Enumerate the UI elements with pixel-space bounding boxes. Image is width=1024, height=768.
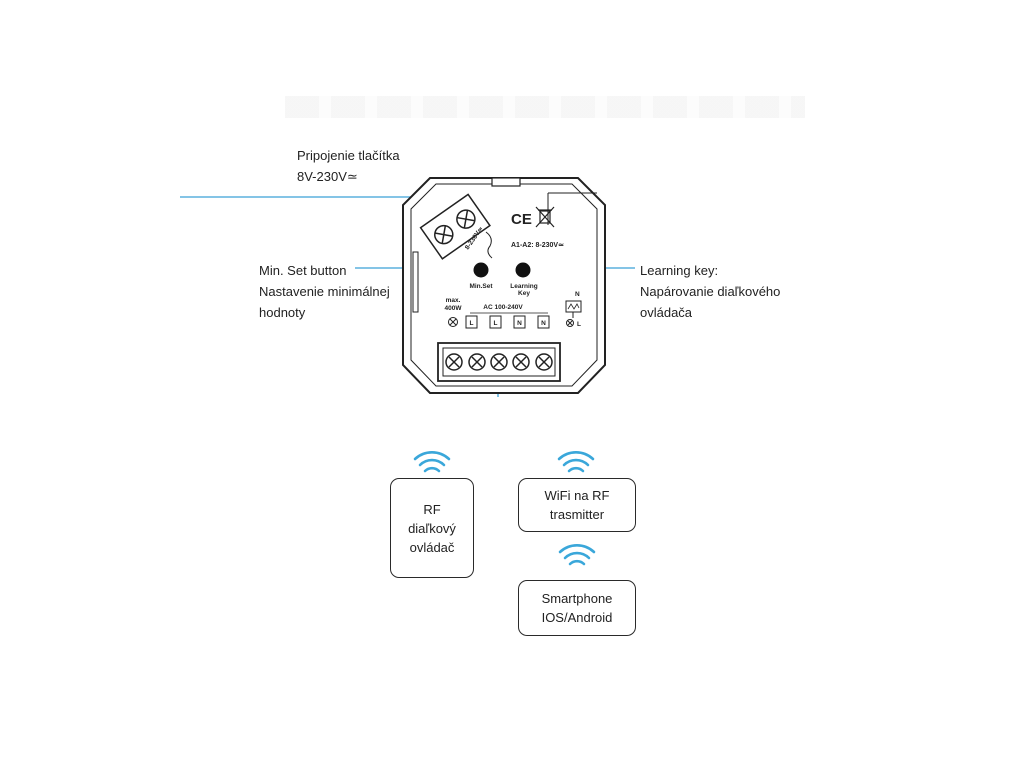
terminal-label-l2: L: [494, 320, 498, 327]
n-label: N: [575, 291, 580, 298]
callout-learning-key: Learning key: Napárovanie diaľkového ovl…: [640, 260, 780, 323]
wifi-transmitter-line2: trasmitter: [549, 507, 605, 522]
mains-terminal-block: [437, 342, 561, 382]
wifi-icon-rf-remote: [413, 451, 451, 473]
rf-remote-line3: ovládač: [409, 539, 455, 555]
rf-remote-box: RF diaľkový ovládač: [390, 478, 474, 578]
terminal-label-n1: N: [517, 320, 522, 327]
callout-button-connection-line2: 8V-230V≃: [297, 169, 358, 184]
faded-header-strip: [285, 96, 805, 118]
callout-min-set-line2: Nastavenie minimálnej: [259, 284, 390, 299]
terminal-label-n2: N: [541, 320, 546, 327]
learning-key-button[interactable]: [515, 262, 531, 278]
ce-mark: CE: [511, 211, 532, 228]
callout-learning-key-line2: Napárovanie diaľkového: [640, 284, 781, 299]
smartphone-box: Smartphone IOS/Android: [518, 580, 636, 636]
smartphone-line2: IOS/Android: [541, 610, 613, 625]
callout-button-connection-line1: Pripojenie tlačítka: [297, 148, 400, 163]
wifi-icon-transmitter: [557, 451, 595, 473]
min-set-label: Min.Set: [469, 283, 493, 290]
load-symbol: N L: [565, 291, 582, 328]
min-set-button[interactable]: [473, 262, 489, 278]
callout-button-connection: Pripojenie tlačítka 8V-230V≃: [297, 145, 400, 187]
ac-voltage-label: AC 100-240V: [483, 304, 523, 311]
weee-bin-icon: [535, 206, 555, 228]
voltage-mark: A1-A2: 8-230V≃: [511, 242, 564, 249]
max-label-2: 400W: [445, 305, 463, 312]
wifi-transmitter-box: WiFi na RF trasmitter: [518, 478, 636, 532]
callout-learning-key-line1: Learning key:: [640, 263, 719, 278]
terminal-label-row: L L N N: [448, 315, 550, 329]
rf-remote-line2: diaľkový: [408, 520, 456, 536]
smartphone-line1: Smartphone: [541, 591, 613, 606]
callout-min-set-line3: hodnoty: [259, 305, 306, 320]
learning-label-2: Key: [518, 290, 530, 297]
terminal-label-l1: L: [470, 320, 474, 327]
callout-learning-key-line3: ovládača: [640, 305, 693, 320]
callout-min-set: Min. Set button Nastavenie minimálnej ho…: [259, 260, 390, 323]
wifi-transmitter-line1: WiFi na RF: [544, 488, 610, 503]
max-label-1: max.: [446, 297, 461, 304]
learning-label-1: Learning: [510, 283, 537, 290]
wifi-icon-smartphone: [558, 544, 596, 566]
rf-remote-line1: RF: [423, 501, 441, 517]
l-label: L: [577, 321, 581, 328]
callout-min-set-line1: Min. Set button: [259, 263, 347, 278]
antenna-strip: [412, 251, 419, 313]
button-terminal-block: 8-230V≃: [419, 193, 493, 260]
